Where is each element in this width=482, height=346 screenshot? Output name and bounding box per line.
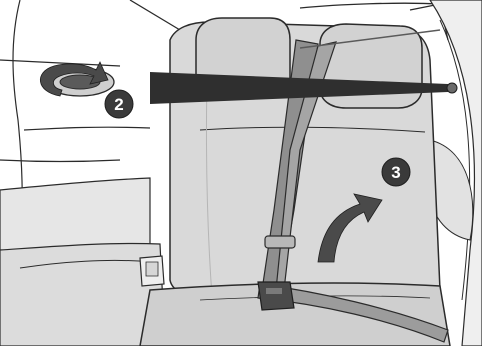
step-badge-2: 2 <box>105 90 133 118</box>
buckle-latch-plate[interactable] <box>258 282 294 310</box>
anchor-point <box>447 83 457 93</box>
step-label-3: 3 <box>391 163 400 182</box>
step-badge-3: 3 <box>382 158 410 186</box>
step-label-2: 2 <box>114 95 123 114</box>
buckle-receiver[interactable] <box>140 256 164 286</box>
belt-guide-clip[interactable] <box>265 236 295 248</box>
